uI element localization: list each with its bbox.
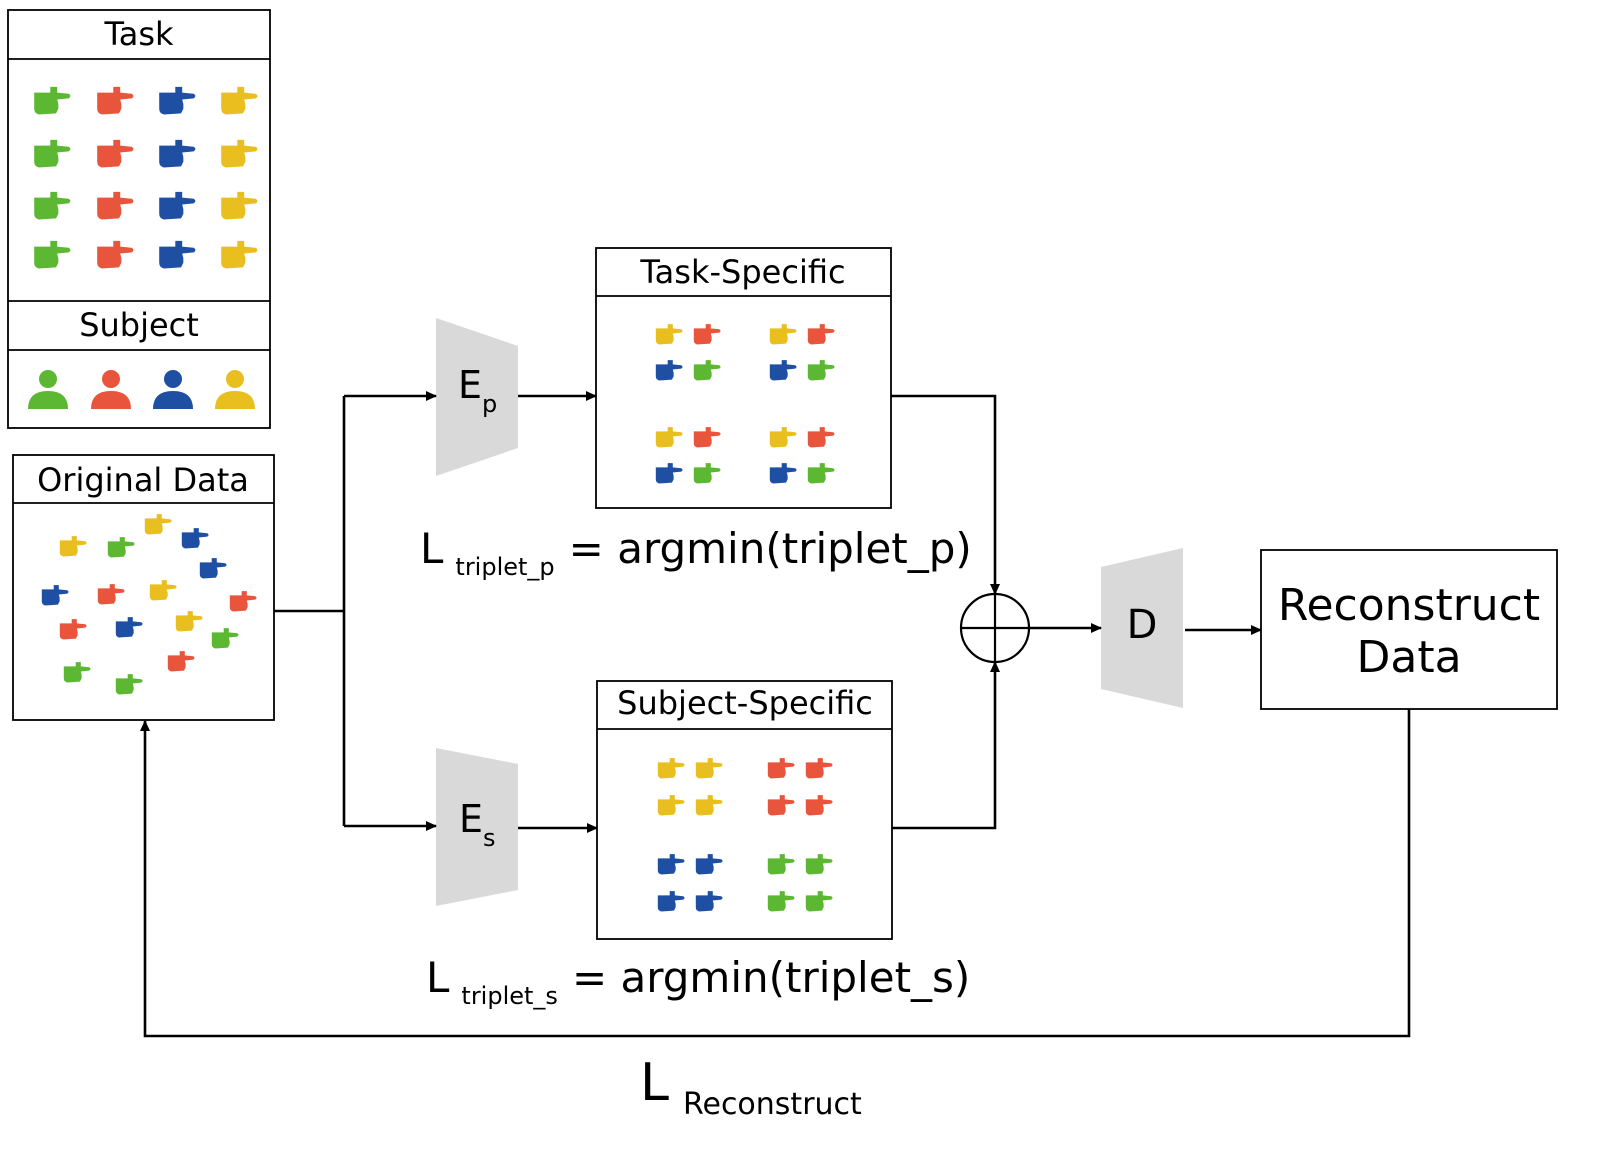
original-data-box: Original Data: [12, 454, 275, 721]
decoder-d: D: [1101, 548, 1183, 708]
reconstruct-line2: Data: [1356, 632, 1461, 683]
encoder-es-label: Es: [459, 797, 496, 852]
subject-specific-box: Subject-Specific: [596, 680, 893, 940]
legend-task-title: Task: [103, 15, 174, 53]
reconstruct-data-box: Reconstruct Data: [1260, 549, 1558, 710]
encoder-ep-shape: [436, 318, 518, 476]
connector-lines: [140, 391, 1411, 1038]
legend-panel: Task Subject: [7, 9, 271, 429]
decoder-shape: [1101, 548, 1183, 708]
original-data-title: Original Data: [37, 461, 249, 499]
encoder-es: Es: [436, 748, 518, 906]
arrow-reconstruct-feedback: [140, 709, 1411, 1038]
arrow-subject-to-sum: [892, 661, 1000, 830]
arrow-task-to-sum: [891, 394, 1000, 595]
encoder-ep: Ep: [436, 318, 518, 476]
subject-specific-title: Subject-Specific: [617, 684, 873, 722]
reconstruct-line1: Reconstruct: [1278, 580, 1540, 631]
task-specific-title: Task-Specific: [639, 253, 845, 291]
sum-node: [959, 592, 1031, 664]
decoder-label: D: [1127, 602, 1158, 648]
encoder-es-shape: [436, 748, 518, 906]
legend-subject-title: Subject: [79, 306, 199, 344]
encoder-ep-label: Ep: [458, 363, 497, 418]
task-specific-box: Task-Specific: [595, 247, 892, 509]
